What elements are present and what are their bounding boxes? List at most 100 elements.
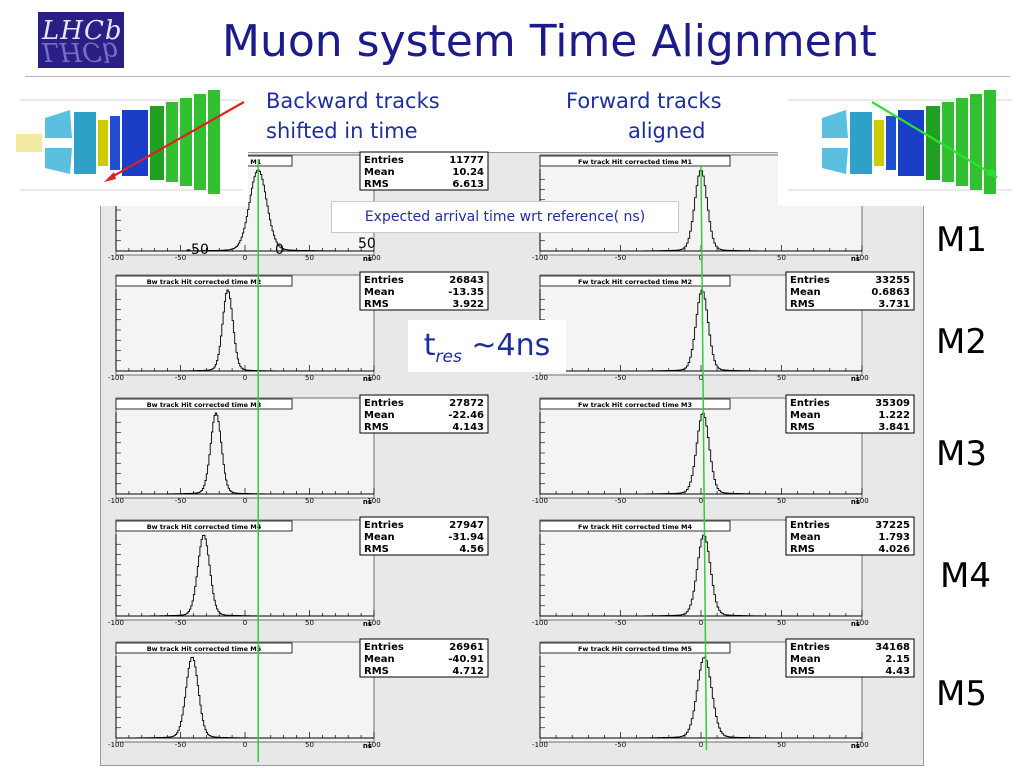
station-label-m4: M4 [940,556,991,596]
x-tick-label: -50 [175,374,186,382]
stats-key: Entries [790,275,830,286]
x-tick-label: 100 [367,497,380,505]
x-tick-label: 100 [367,254,380,262]
stats-value: 4.712 [452,666,484,677]
title-divider [25,76,1010,77]
stats-value: 26843 [449,275,484,286]
stats-box [785,638,915,678]
x-tick-label: 50 [777,619,786,627]
station-label-m1: M1 [936,220,987,260]
stats-value: 4.143 [452,422,484,433]
histogram-series [116,169,374,252]
x-unit-label: ns [363,375,372,383]
x-tick-label: 0 [699,374,703,382]
histogram-series [116,289,374,372]
tres-value: ~4ns [461,328,551,363]
forward-annotation: Forward tracks aligned [566,86,722,146]
histogram-frame [115,397,375,499]
stats-box [359,394,489,434]
tres-subscript: res [435,347,462,367]
x-tick-label: -50 [175,254,186,262]
x-tick-label: 50 [777,374,786,382]
histogram-title: Bw track Hit corrected time M3 [147,401,262,409]
stats-key: Entries [364,520,404,531]
stats-value: 34168 [875,642,910,653]
x-tick-label: 0 [243,497,247,505]
x-tick-label: 50 [305,619,314,627]
stats-value: 3.841 [878,422,910,433]
stats-value: 2.15 [885,654,910,665]
stats-key: RMS [364,666,389,677]
x-tick-label: -50 [615,374,626,382]
x-tick-label: -50 [175,741,186,749]
histogram-title-box [539,642,731,654]
stats-value: -40.91 [448,654,484,665]
stats-key: Entries [790,398,830,409]
histogram-series [116,412,374,495]
histogram-title: Fw track Hit corrected time M5 [578,645,693,653]
x-tick-label: 0 [699,619,703,627]
x-tick-label: -50 [175,497,186,505]
x-tick-label: -100 [532,497,548,505]
x-tick-label: -50 [175,619,186,627]
x-tick-label: -100 [108,497,124,505]
stats-key: RMS [790,299,815,310]
x-tick-label: -100 [532,254,548,262]
histogram-title-box [115,398,293,410]
stats-value: 4.026 [878,544,910,555]
x-tick-label: 0 [243,254,247,262]
stats-key: RMS [364,544,389,555]
tres-t: t [423,328,436,363]
stats-key: Mean [790,654,821,665]
x-unit-label: ns [851,255,860,263]
stats-value: -13.35 [448,287,484,298]
stats-value: 33255 [875,275,910,286]
stats-box [359,516,489,556]
x-tick-label: 100 [855,254,868,262]
x-tick-label: 50 [777,741,786,749]
stats-value: 37225 [875,520,910,531]
tick-50-label: 50 [358,236,376,252]
stats-key: Mean [790,532,821,543]
time-resolution-label: tres ~4ns [408,320,566,372]
stats-key: RMS [790,666,815,677]
x-unit-label: ns [363,620,372,628]
x-tick-label: 100 [367,374,380,382]
stats-key: Mean [790,410,821,421]
x-tick-label: -100 [108,374,124,382]
x-tick-label: 0 [699,741,703,749]
stats-key: Mean [364,167,395,178]
forward-line2: aligned [628,119,706,143]
x-unit-label: ns [363,742,372,750]
x-tick-label: -100 [108,254,124,262]
x-tick-label: -100 [532,619,548,627]
histogram-title-box [539,398,731,410]
expected-arrival-caption: Expected arrival time wrt reference( ns) [331,201,679,233]
stats-value: 6.613 [452,179,484,190]
x-tick-label: 50 [305,741,314,749]
histogram-title-box [115,520,293,532]
stats-value: 10.24 [452,167,484,178]
stats-key: Entries [364,155,404,166]
x-tick-label: 0 [243,741,247,749]
histogram-title-box [115,275,293,287]
x-tick-label: -100 [108,741,124,749]
stats-key: Mean [364,654,395,665]
x-unit-label: ns [851,620,860,628]
stats-value: 35309 [875,398,910,409]
stats-key: Mean [364,410,395,421]
stats-box [785,516,915,556]
x-tick-label: 50 [777,497,786,505]
stats-value: 27947 [449,520,484,531]
stats-key: Entries [790,520,830,531]
reference-line-forward [700,164,708,751]
station-label-m2: M2 [936,322,987,362]
stats-key: RMS [364,179,389,190]
stats-value: 1.222 [878,410,910,421]
histogram-title: Fw track Hit corrected time M3 [578,401,692,409]
stats-value: 4.56 [459,544,484,555]
histogram-title: Fw track Hit corrected time M1 [578,158,693,166]
x-unit-label: ns [363,255,372,263]
x-tick-label: 0 [699,254,703,262]
